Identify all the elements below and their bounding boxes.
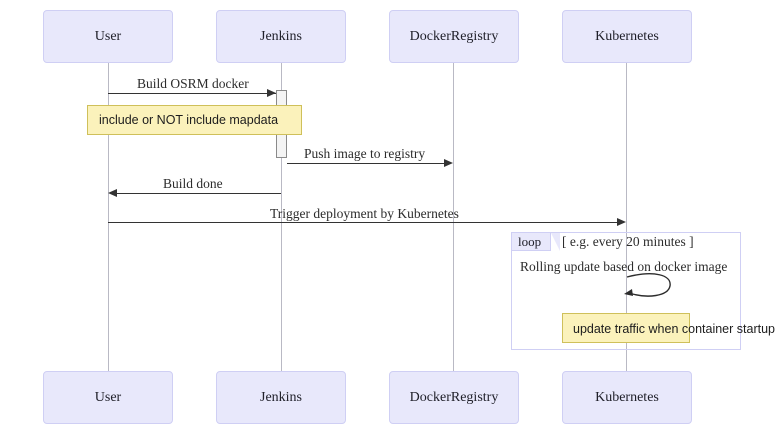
- message-arrowhead-push-image-to-registry: [444, 158, 453, 167]
- participant-head-jenkins-label: Jenkins: [260, 28, 302, 44]
- participant-foot-user-label: User: [94, 389, 122, 405]
- message-arrowhead-build-osrm-docker: [267, 88, 276, 97]
- participant-foot-dockerregistry-label: DockerRegistry: [409, 389, 499, 405]
- message-label-build-done: Build done: [163, 176, 223, 191]
- message-arrowhead-build-done: [108, 188, 117, 197]
- loop-fragment: [511, 232, 741, 350]
- participant-foot-jenkins-label: Jenkins: [260, 389, 302, 405]
- participant-foot-kubernetes[interactable]: Kubernetes: [562, 371, 692, 424]
- lifeline-jenkins: [281, 63, 282, 371]
- message-arrowhead-trigger-deployment: [617, 217, 626, 226]
- message-line-push-image-to-registry: [287, 163, 444, 164]
- note-include-mapdata: [87, 105, 302, 135]
- loop-fragment-tab: loop: [512, 233, 551, 251]
- self-loop-arrow: [624, 273, 671, 297]
- loop-fragment-tab-notch-edge: [551, 233, 560, 251]
- participant-head-dockerregistry[interactable]: DockerRegistry: [389, 10, 519, 63]
- participant-head-user-label: User: [94, 28, 122, 44]
- lifeline-kubernetes: [626, 63, 627, 371]
- lifeline-dockerregistry: [453, 63, 454, 371]
- participant-head-kubernetes-label: Kubernetes: [595, 28, 659, 44]
- message-line-trigger-deployment: [108, 222, 617, 223]
- message-label-build-osrm-docker: Build OSRM docker: [137, 76, 249, 91]
- participant-foot-jenkins[interactable]: Jenkins: [216, 371, 346, 424]
- participant-foot-user[interactable]: User: [43, 371, 173, 424]
- note-update-traffic: [562, 313, 690, 343]
- note-include-mapdata-label: include or NOT include mapdata: [99, 113, 279, 127]
- participant-foot-kubernetes-label: Kubernetes: [595, 389, 659, 405]
- message-label-trigger-deployment: Trigger deployment by Kubernetes: [270, 206, 459, 221]
- message-line-build-osrm-docker: [108, 93, 276, 94]
- participant-head-dockerregistry-label: DockerRegistry: [409, 28, 499, 44]
- participant-head-user[interactable]: User: [43, 10, 173, 63]
- message-line-build-done: [117, 193, 281, 194]
- message-label-push-image-to-registry: Push image to registry: [304, 146, 426, 161]
- participant-head-kubernetes[interactable]: Kubernetes: [562, 10, 692, 63]
- participant-head-jenkins[interactable]: Jenkins: [216, 10, 346, 63]
- loop-fragment-tab-notch: [551, 233, 560, 251]
- note-update-traffic-label: update traffic when container startup: [573, 322, 775, 336]
- loop-fragment-condition: [ e.g. every 20 minutes ]: [562, 234, 694, 249]
- loop-fragment-kind-label: loop: [518, 233, 542, 249]
- participant-foot-dockerregistry[interactable]: DockerRegistry: [389, 371, 519, 424]
- lifeline-user: [108, 63, 109, 371]
- loop-fragment-body-label: Rolling update based on docker image: [520, 259, 728, 274]
